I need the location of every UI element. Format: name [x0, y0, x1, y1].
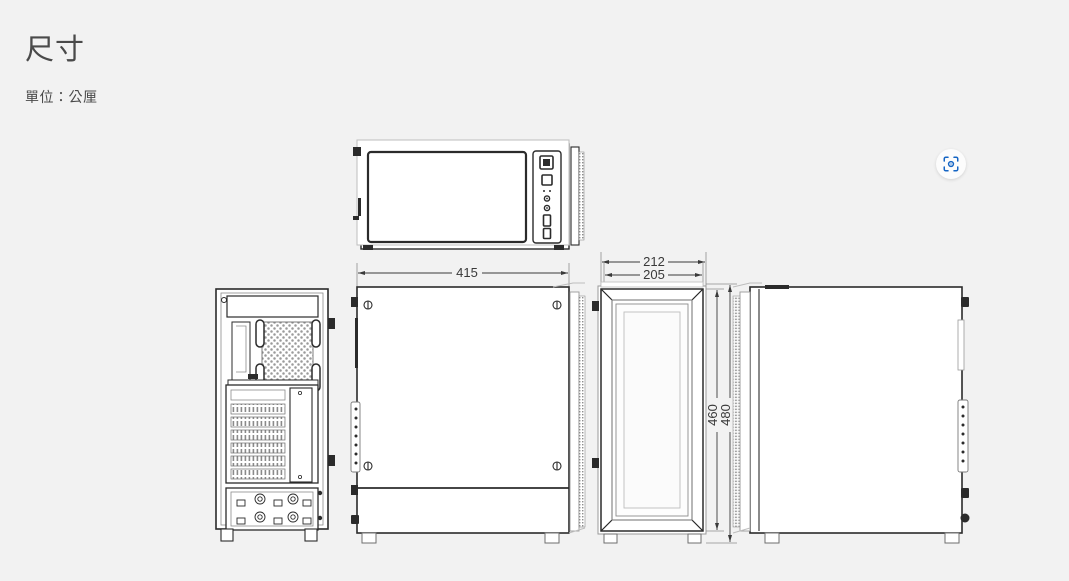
- dim-460: 460: [705, 288, 724, 532]
- zoom-to-fit-button[interactable]: [936, 149, 966, 179]
- left-side-view: [350, 282, 586, 544]
- dimension-label-460: 460: [705, 404, 720, 426]
- top-view: [353, 139, 585, 250]
- dimension-label-212: 212: [643, 254, 665, 269]
- right-side-view: [732, 282, 970, 544]
- rear-view: [215, 288, 335, 542]
- dim-480: 480: [706, 283, 737, 544]
- front-view: [592, 281, 707, 544]
- dim-205: 205: [603, 262, 704, 292]
- scan-zoom-icon: [943, 156, 959, 172]
- dimension-label-205: 205: [643, 267, 665, 282]
- page-title: 尺寸: [25, 34, 86, 66]
- dim-415: 415: [356, 263, 570, 288]
- page-subtitle: 單位：公厘: [25, 89, 98, 105]
- dimension-label-480: 480: [718, 404, 733, 426]
- dimension-label-415: 415: [456, 265, 478, 280]
